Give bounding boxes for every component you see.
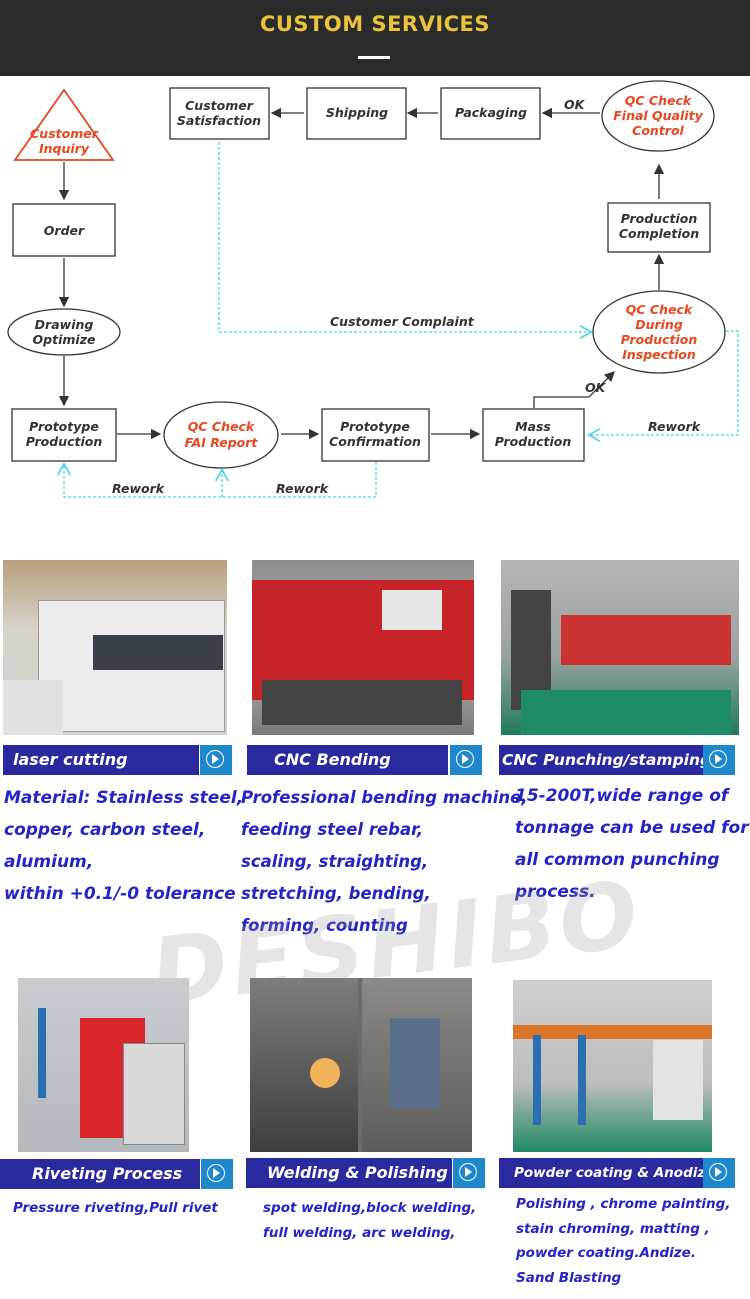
svg-text:Production: Production [621, 332, 698, 347]
node-mass-production: Mass Production [482, 408, 585, 462]
svg-text:Production: Production [495, 434, 572, 449]
svg-text:Order: Order [44, 223, 85, 238]
service-title-riveting: Riveting Process [0, 1159, 200, 1189]
desc-line: within +0.1/-0 tolerance [4, 884, 236, 904]
desc-line: scaling, straighting, [241, 852, 429, 871]
node-prototype-production: Prototype Production [11, 408, 117, 462]
welding-polishing-photo [250, 978, 472, 1152]
svg-text:Shipping: Shipping [326, 105, 388, 120]
svg-text:Completion: Completion [619, 226, 699, 241]
desc-line: Material: Stainless steel, [4, 788, 244, 808]
service-title-cnc-bending: CNC Bending [247, 745, 448, 775]
process-flowchart: Customer Inquiry Order Drawing Optimize … [7, 80, 739, 498]
cnc-bending-photo [252, 560, 474, 735]
svg-text:Customer: Customer [185, 98, 254, 113]
desc-line: copper, carbon steel, [4, 820, 206, 840]
node-customer-inquiry: Customer Inquiry [13, 88, 115, 161]
desc-line: stretching, bending, [241, 884, 431, 903]
play-circle-icon[interactable] [703, 1158, 735, 1188]
desc-line: Sand Blasting [516, 1269, 622, 1286]
play-circle-icon[interactable] [450, 745, 482, 775]
service-desc-riveting: Pressure riveting,Pull rivet [13, 1200, 218, 1225]
powder-coating-photo [513, 980, 712, 1152]
svg-text:During: During [635, 317, 683, 332]
node-order: Order [12, 203, 116, 257]
node-shipping: Shipping [306, 87, 407, 140]
node-qc-final: QC Check Final Quality Control [601, 80, 715, 152]
service-desc-cnc-punching: 15-200T,wide range of tonnage can be use… [515, 786, 749, 914]
svg-text:Mass: Mass [515, 419, 551, 434]
service-desc-powder-coating: Polishing , chrome painting, stain chrom… [516, 1196, 730, 1294]
page-title: CUSTOM SERVICES [259, 12, 491, 36]
play-circle-icon[interactable] [200, 745, 232, 775]
desc-line: stain chroming, matting , [516, 1220, 710, 1237]
service-desc-laser-cutting: Material: Stainless steel, copper, carbo… [4, 788, 243, 916]
node-qc-fai: QC Check FAI Report [163, 401, 279, 469]
svg-text:QC Check: QC Check [626, 302, 693, 317]
header: CUSTOM SERVICES [0, 0, 750, 76]
service-desc-welding: spot welding,block welding, full welding… [263, 1200, 476, 1249]
desc-line: full welding, arc welding, [263, 1224, 456, 1241]
desc-line: alumium, [4, 852, 94, 872]
label-ok-during: OK [585, 380, 607, 395]
svg-text:Production: Production [621, 211, 698, 226]
service-title-laser-cutting: laser cutting [3, 745, 199, 775]
label-rework-mass: Rework [648, 419, 701, 434]
play-circle-icon[interactable] [201, 1159, 233, 1189]
label-ok-final: OK [564, 97, 586, 112]
node-packaging: Packaging [440, 87, 541, 140]
complaint-line [218, 142, 590, 332]
node-production-completion: Production Completion [607, 202, 711, 253]
node-qc-during: QC Check During Production Inspection [592, 290, 726, 374]
rework-mass-line [590, 330, 739, 435]
desc-line: Professional bending machine, [241, 788, 528, 807]
laser-cutting-photo [3, 560, 227, 735]
desc-line: tonnage can be used for [515, 818, 749, 838]
cnc-punching-photo [501, 560, 739, 735]
svg-text:Production: Production [26, 434, 103, 449]
riveting-photo [18, 978, 189, 1152]
svg-text:Inquiry: Inquiry [39, 141, 90, 156]
desc-line: Pressure riveting,Pull rivet [13, 1200, 218, 1216]
svg-text:Optimize: Optimize [33, 332, 96, 347]
service-title-cnc-punching: CNC Punching/stamping [499, 745, 711, 775]
desc-line: powder coating.Andize. [516, 1245, 696, 1261]
service-title-powder-coating: Powder coating & Anodize [499, 1158, 714, 1188]
label-rework-right: Rework [276, 481, 329, 496]
rework-left-line [64, 462, 377, 498]
svg-text:QC Check: QC Check [188, 419, 255, 434]
service-title-welding: Welding & Polishing [246, 1158, 452, 1188]
svg-text:Control: Control [632, 123, 684, 138]
node-prototype-confirmation: Prototype Confirmation [321, 408, 430, 462]
svg-text:Prototype: Prototype [340, 419, 410, 434]
label-customer-complaint: Customer Complaint [330, 314, 475, 329]
arrow-mass-during [533, 371, 615, 408]
svg-text:Prototype: Prototype [29, 419, 99, 434]
svg-text:Inspection: Inspection [622, 347, 696, 362]
desc-line: spot welding,block welding, [263, 1200, 477, 1216]
node-customer-satisfaction: Customer Satisfaction [169, 87, 270, 140]
desc-line: forming, counting [241, 916, 408, 935]
desc-line: Polishing , chrome painting, [516, 1196, 731, 1212]
svg-text:Packaging: Packaging [455, 105, 527, 120]
svg-text:Final Quality: Final Quality [613, 108, 703, 123]
desc-line: process. [515, 882, 596, 902]
svg-text:QC Check: QC Check [625, 93, 692, 108]
svg-text:Customer: Customer [30, 126, 99, 141]
service-desc-cnc-bending: Professional bending machine, feeding st… [241, 788, 528, 948]
desc-line: 15-200T,wide range of [515, 786, 729, 806]
svg-text:FAI Report: FAI Report [185, 435, 259, 450]
title-underline [358, 56, 390, 59]
play-circle-icon[interactable] [703, 745, 735, 775]
label-rework-left: Rework [112, 481, 165, 496]
play-circle-icon[interactable] [453, 1158, 485, 1188]
desc-line: all common punching [515, 850, 720, 870]
svg-text:Satisfaction: Satisfaction [177, 113, 261, 128]
svg-text:Drawing: Drawing [35, 317, 94, 332]
desc-line: feeding steel rebar, [241, 820, 424, 839]
node-drawing-optimize: Drawing Optimize [7, 308, 121, 356]
svg-text:Confirmation: Confirmation [329, 434, 421, 449]
